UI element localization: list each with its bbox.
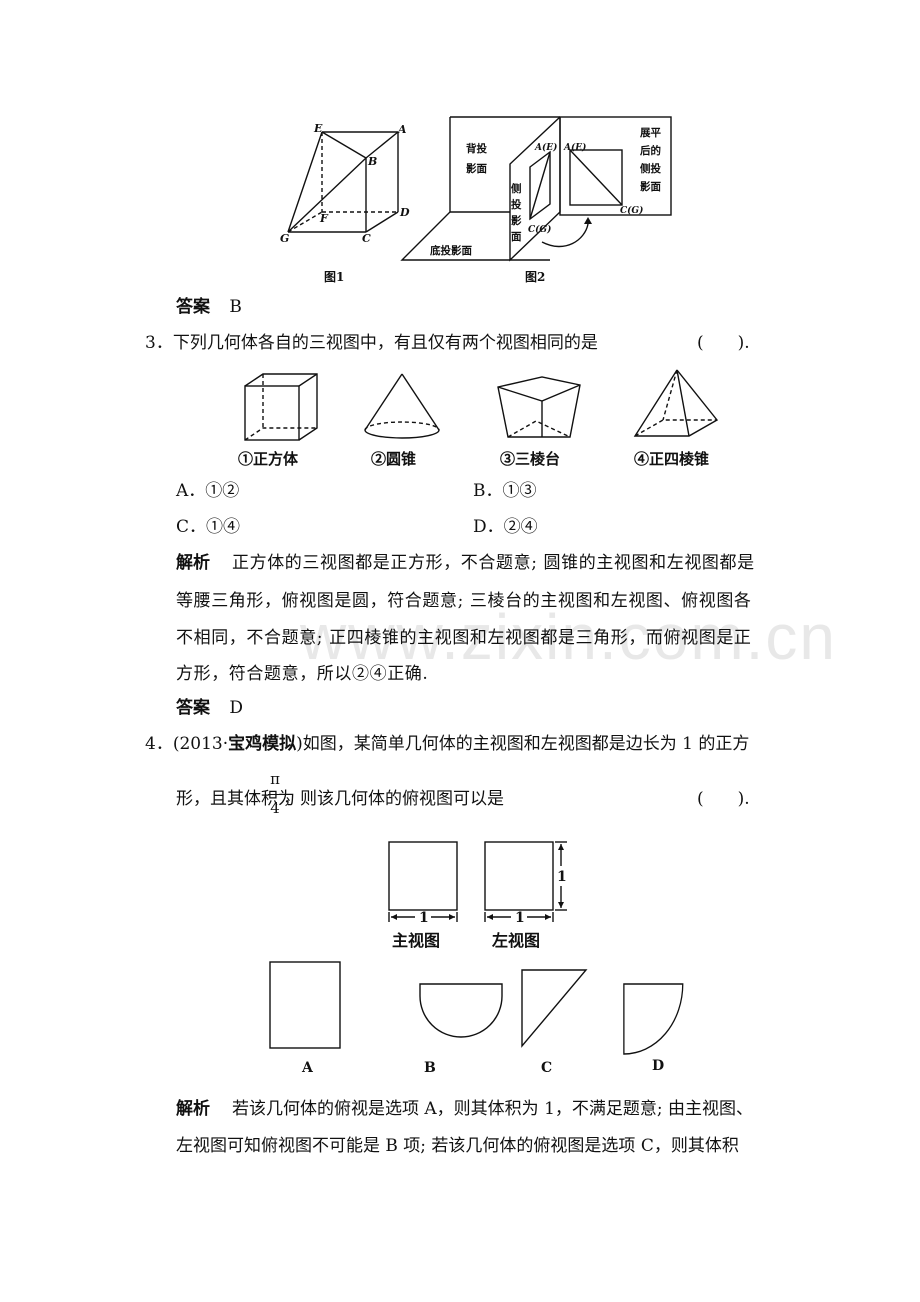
fig2-point-cg-1: C(G) [528, 224, 551, 235]
q3-option-c[interactable]: C．①④ [176, 517, 241, 537]
q4-analysis-line-1: 若该几何体的俯视是选项 A，则其体积为 1，不满足题意; 由主视图、 [232, 1099, 754, 1119]
q4-front-left-views: 1 1 1 [388, 841, 567, 926]
fig2-unfold-label-1: 展平 [640, 127, 661, 139]
fig2-unfold-label-4: 影面 [640, 180, 661, 193]
q4-stem-source: 宝鸡模拟 [228, 734, 297, 754]
fig1-label-F: F [319, 212, 329, 225]
q4-option-caption-d[interactable]: D [652, 1058, 665, 1074]
answer-prev-row: 答案 B [176, 296, 242, 318]
fig2-side-label-4: 面 [511, 231, 522, 243]
fig1-label-B: B [367, 155, 377, 168]
q3-option-b[interactable]: B．①③ [473, 481, 537, 501]
answer-prev-value: B [229, 297, 242, 317]
q3-answer-value: D [229, 698, 244, 718]
q4-dim-height: 1 [557, 869, 567, 885]
q3-analysis-label: 解析 [176, 553, 210, 573]
q3-shape-cone [364, 373, 440, 439]
watermark: www.zixin.com.cn [300, 601, 837, 673]
q4-analysis-label: 解析 [176, 1099, 210, 1119]
fig2-side-label-1: 侧 [511, 182, 522, 195]
q4-stem-rest: )如图，某简单几何体的主视图和左视图都是边长为 1 的正方 [296, 734, 750, 754]
fig2-back-label-1: 背投 [466, 142, 487, 155]
fig1-caption: 图1 [324, 270, 345, 284]
q3-option-a[interactable]: A．①② [176, 481, 240, 501]
q3-shape-caption-2: ②圆锥 [371, 450, 417, 468]
fig2-point-ae-1: A(E) [534, 142, 557, 153]
fig2-bottom-label: 底投影面 [430, 244, 472, 257]
q4-stem-line-1: 4．(2013·宝鸡模拟)如图，某简单几何体的主视图和左视图都是边长为 1 的正… [145, 733, 749, 755]
fig2-side-label-2: 投 [511, 198, 522, 211]
fig1-label-E: E [313, 122, 323, 135]
q4-stem-line-2a: 形，且其体积为 [176, 789, 295, 809]
figure-1-prism: E A B F D G C [280, 122, 410, 245]
q4-frac-den: 4 [270, 799, 280, 817]
fig1-label-G: G [280, 232, 289, 245]
q4-stem-prefix: 4．(2013· [145, 734, 229, 754]
q3-blank: ( ). [697, 333, 750, 353]
q4-blank: ( ). [697, 789, 750, 809]
q3-analysis-line-4: 方形，符合题意，所以②④正确. [176, 664, 429, 684]
q4-fraction: π 4 [268, 770, 282, 817]
q3-shape-cube [244, 373, 318, 441]
q3-shape-caption-1: ①正方体 [238, 450, 299, 468]
q4-option-shapes [269, 961, 684, 1055]
figure-2-projection: 背投 影面 侧 投 影 面 底投影面 展平 后的 侧投 影面 A(E) A(E)… [400, 116, 672, 262]
q4-front-caption: 主视图 [392, 931, 441, 950]
fig2-caption: 图2 [525, 270, 546, 284]
q4-analysis-line-2: 左视图可知俯视图不可能是 B 项; 若该几何体的俯视图是选项 C，则其体积 [176, 1136, 739, 1156]
q3-shape-caption-4: ④正四棱锥 [634, 450, 710, 468]
q3-answer-label: 答案 [176, 698, 210, 718]
q4-stem-line-2b: ，则该几何体的俯视图可以是 [283, 789, 504, 809]
q4-dim-left: 1 [515, 910, 525, 926]
fig2-unfold-label-3: 侧投 [640, 162, 661, 175]
answer-prev-label: 答案 [176, 297, 210, 317]
q3-shape-caption-3: ③三棱台 [500, 450, 561, 468]
q4-option-caption-c[interactable]: C [541, 1060, 553, 1076]
q3-analysis-line-3: 不相同，不合题意; 正四棱锥的主视图和左视图都是三角形，而俯视图是正 [176, 628, 752, 648]
q4-frac-num: π [270, 770, 280, 788]
q4-dim-front: 1 [419, 910, 429, 926]
q3-answer-row: 答案 D [176, 697, 243, 719]
q3-shape-frustum [497, 376, 581, 438]
q3-analysis-line-1: 正方体的三视图都是正方形，不合题意; 圆锥的主视图和左视图都是 [232, 553, 755, 573]
fig2-unfold-label-2: 后的 [640, 144, 661, 157]
fig2-back-label-2: 影面 [466, 162, 487, 175]
fig1-label-D: D [399, 206, 410, 219]
q3-shape-pyramid [633, 369, 719, 437]
fig1-label-A: A [397, 123, 407, 136]
q3-analysis-line-2: 等腰三角形，俯视图是圆，符合题意; 三棱台的主视图和左视图、俯视图各 [176, 591, 752, 611]
q4-left-caption: 左视图 [492, 931, 541, 950]
fig1-label-C: C [362, 232, 371, 245]
fig2-side-label-3: 影 [511, 214, 522, 227]
fig2-point-ae-2: A(E) [563, 142, 586, 153]
q3-option-d[interactable]: D．②④ [473, 517, 538, 537]
q4-option-caption-b[interactable]: B [424, 1060, 436, 1076]
q3-stem: 3．下列几何体各自的三视图中，有且仅有两个视图相同的是 [145, 333, 598, 353]
fig2-point-cg-2: C(G) [620, 205, 643, 216]
q4-option-caption-a[interactable]: A [302, 1060, 313, 1076]
